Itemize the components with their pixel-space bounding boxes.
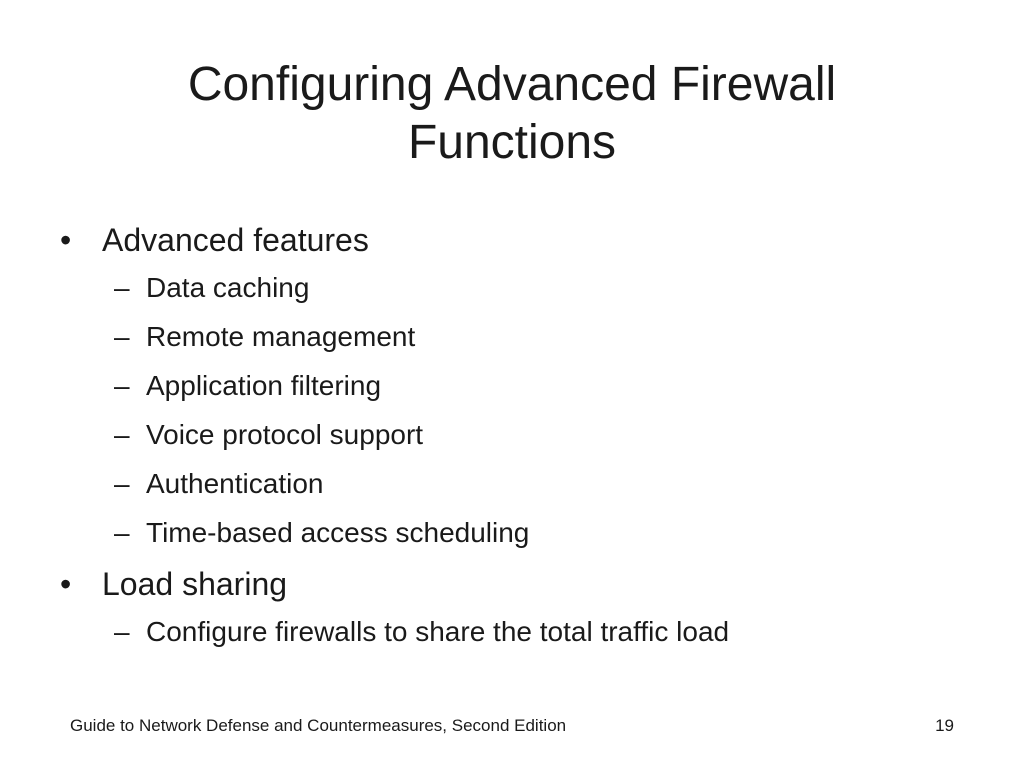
dash-icon: –: [114, 272, 130, 303]
sub-bullet-item: – Remote management: [60, 317, 960, 357]
sub-bullet-text: Remote management: [146, 321, 416, 352]
title-line-1: Configuring Advanced Firewall: [187, 58, 837, 111]
dash-icon: –: [114, 468, 130, 499]
sub-bullet-item: – Application filtering: [60, 366, 960, 406]
dash-icon: –: [114, 321, 130, 352]
slide-body: • Advanced features – Data caching – Rem…: [60, 218, 960, 661]
sub-bullet-item: – Data caching: [60, 268, 960, 308]
bullet-text: Advanced features: [102, 222, 369, 258]
bullet-item: • Load sharing: [60, 562, 960, 606]
sub-bullet-text: Authentication: [146, 468, 324, 499]
title-line-2: Functions: [407, 116, 617, 169]
sub-bullet-text: Time-based access scheduling: [146, 517, 530, 548]
sub-bullet-item: – Time-based access scheduling: [60, 513, 960, 553]
bullet-text: Load sharing: [102, 566, 288, 602]
bullet-icon: •: [60, 222, 72, 258]
sub-bullet-item: – Configure firewalls to share the total…: [60, 612, 960, 652]
slide-title: Configuring Advanced Firewall Functions: [60, 56, 964, 172]
slide-footer: Guide to Network Defense and Countermeas…: [70, 716, 567, 735]
sub-bullet-text: Voice protocol support: [146, 419, 424, 450]
dash-icon: –: [114, 517, 130, 548]
sub-bullet-text: Configure firewalls to share the total t…: [146, 616, 730, 647]
sub-bullet-item: – Authentication: [60, 464, 960, 504]
sub-bullet-text: Application filtering: [146, 370, 382, 401]
sub-bullet-text: Data caching: [146, 272, 310, 303]
page-number: 19: [935, 716, 954, 735]
dash-icon: –: [114, 370, 130, 401]
sub-bullet-item: – Voice protocol support: [60, 415, 960, 455]
bullet-icon: •: [60, 566, 72, 602]
dash-icon: –: [114, 419, 130, 450]
dash-icon: –: [114, 616, 130, 647]
bullet-item: • Advanced features: [60, 218, 960, 262]
